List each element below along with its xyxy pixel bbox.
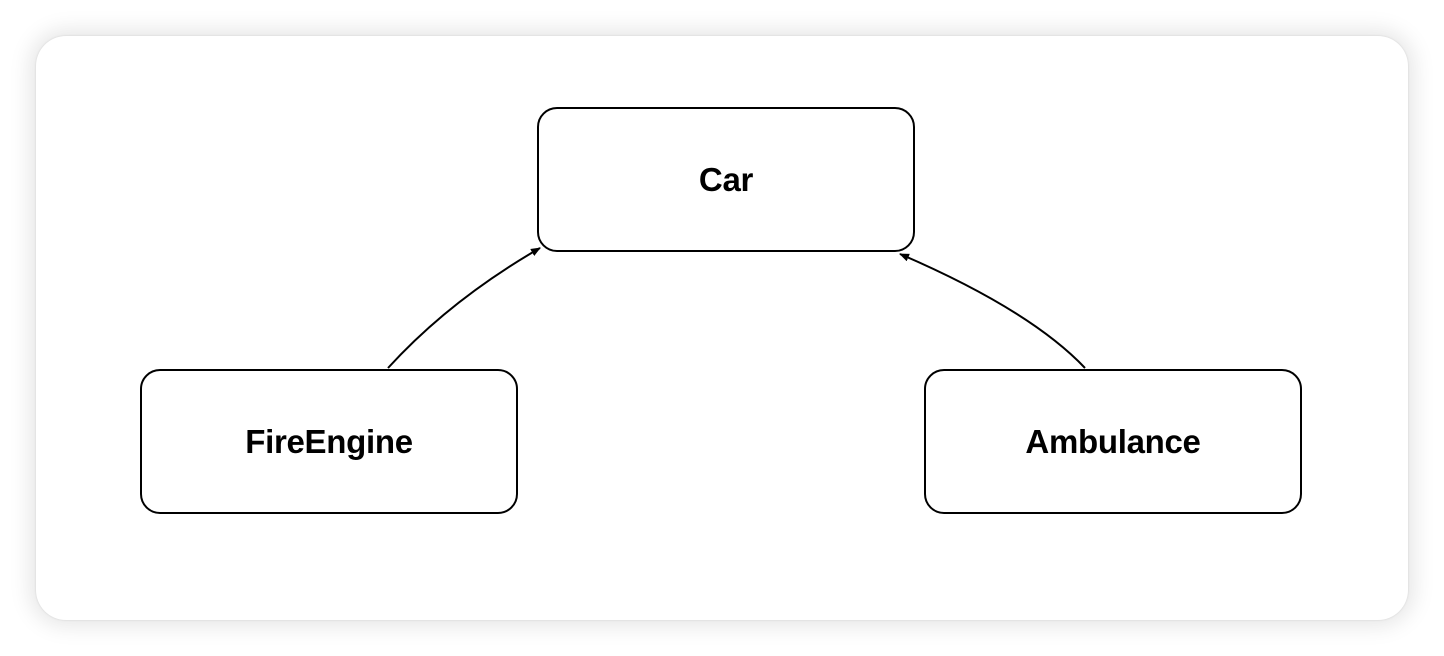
node-ambulance-label: Ambulance	[1025, 422, 1201, 460]
node-fireengine[interactable]: FireEngine	[140, 369, 518, 514]
node-car-label: Car	[698, 160, 754, 198]
node-ambulance[interactable]: Ambulance	[924, 369, 1302, 514]
node-car[interactable]: Car	[537, 107, 915, 252]
node-fireengine-label: FireEngine	[245, 422, 413, 460]
